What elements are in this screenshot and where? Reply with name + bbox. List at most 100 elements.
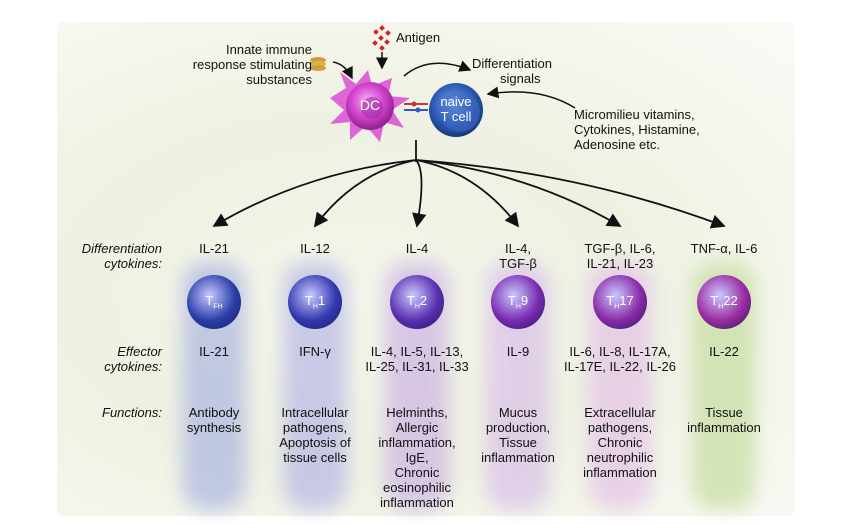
th-cell-suffix: 2 [419,293,428,308]
diff-cytokine-text: IL-21 [199,241,229,256]
antigen-icon [372,25,391,51]
function-text: pathogens, [587,420,653,435]
branch-arrow [212,159,417,227]
row-label-effector-1: Effector [117,344,162,359]
diff-cytokine-text: IL-4, [504,241,531,256]
innate-label-3: substances [246,72,312,87]
diff-cytokine-text: IL-21, IL-23 [586,256,654,271]
diff-cytokine-text: TGF-β, IL-6, [584,241,656,256]
th-cell-main: T [507,293,516,308]
effector-cytokine-text: IL-25, IL-31, IL-33 [365,359,469,374]
micromilieu-label-3: Adenosine etc. [574,137,661,152]
branch-arrow [415,159,622,227]
arrow-innate-to-dc [332,61,353,80]
function-text: IgE, [405,450,429,465]
th-cell-label: TH17 [593,293,647,311]
th-cell [187,275,241,329]
th-cell-suffix: 22 [723,293,738,308]
function-text: Chronic [597,435,643,450]
function-text: tissue cells [283,450,347,465]
function-text: Antibody [188,405,240,420]
naive-label-2: T cell [440,109,472,124]
th-cell-main: T [406,293,415,308]
function-text: inflammation [481,450,555,465]
effector-cytokine-text: IL-4, IL-5, IL-13, [370,344,464,359]
innate-label-2: response stimulating [192,57,312,72]
th-cell-main: T [304,293,313,308]
arrow-micromilieu [486,86,576,109]
function-text: Apoptosis of [279,435,351,450]
function-text: Tissue [705,405,743,420]
naive-t-cell [429,83,483,137]
function-text: pathogens, [282,420,348,435]
th-cell-main: T [205,293,214,308]
th-cell [390,275,444,329]
th-cell-sub: H [718,303,724,311]
th-cell-suffix: 17 [619,293,634,308]
function-text: inflammation [380,495,454,510]
th-cell [697,275,751,329]
function-text: Chronic [394,465,440,480]
function-text: eosinophilic [383,480,451,495]
diff-signals-label-1: Differentiation [472,56,552,71]
effector-cytokine-text: IL-6, IL-8, IL-17A, [569,344,671,359]
function-text: Allergic [395,420,439,435]
th-cell-label: TH22 [697,293,751,311]
function-text: inflammation [687,420,761,435]
diff-cytokine-text: TNF-α, IL-6 [690,241,758,256]
th-cell-sub: H [515,303,521,311]
effector-cytokine-text: IL-21 [199,344,229,359]
th-cell [593,275,647,329]
th-cell-main: T [606,293,615,308]
function-text: synthesis [186,420,242,435]
th-cell-sub: H [312,303,318,311]
branch-arrow [415,159,726,229]
th-cell-sub: H [414,303,420,311]
diff-cytokine-text: TGF-β [499,256,537,271]
synapse-icon [404,101,428,113]
row-label-diff-2: cytokines: [104,256,162,271]
naive-label-1: naive [440,94,472,109]
effector-cytokine-text: IFN-γ [299,344,331,359]
arrow-diff-signals [403,60,472,77]
diff-signals-label-2: signals [500,71,541,86]
function-text: Helminths, [386,405,448,420]
row-label-effector-2: cytokines: [104,359,162,374]
substances-icon [310,57,326,71]
branch-arrow [412,159,427,228]
diff-cytokine-text: IL-12 [300,241,330,256]
dc-label: DC [359,97,381,113]
function-text: inflammation, [378,435,456,450]
th-cell-label: TH2 [390,293,444,311]
function-text: inflammation [583,465,657,480]
th-cell-main: T [710,293,719,308]
dc-cell [330,70,410,142]
effector-cytokine-text: IL-22 [709,344,739,359]
th-cell-label: TH9 [491,293,545,311]
function-text: Tissue [499,435,537,450]
function-text: Mucus [498,405,538,420]
effector-cytokine-text: IL-9 [506,344,530,359]
branch-arrows [212,140,726,229]
function-text: Intracellular [281,405,349,420]
micromilieu-label-2: Cytokines, Histamine, [574,122,700,137]
diff-cytokine-text: IL-4 [405,241,429,256]
branch-arrow [415,159,520,228]
innate-label-1: Innate immune [226,42,312,57]
effector-cytokine-text: IL-17E, IL-22, IL-26 [563,359,676,374]
row-label-diff-1: Differentiation [81,241,162,256]
th-cell [491,275,545,329]
function-text: Extracellular [584,405,656,420]
micromilieu-label-1: Micromilieu vitamins, [574,107,695,122]
th-cell [288,275,342,329]
th-cell-suffix: 1 [317,293,326,308]
function-text: production, [485,420,551,435]
th-cell-sub: FH [213,303,223,311]
th-cell-sub: H [614,303,620,311]
row-label-functions: Functions: [102,405,162,420]
antigen-label: Antigen [396,30,441,45]
th-cell-label: TH1 [288,293,342,311]
th-cell-suffix: 9 [520,293,529,308]
